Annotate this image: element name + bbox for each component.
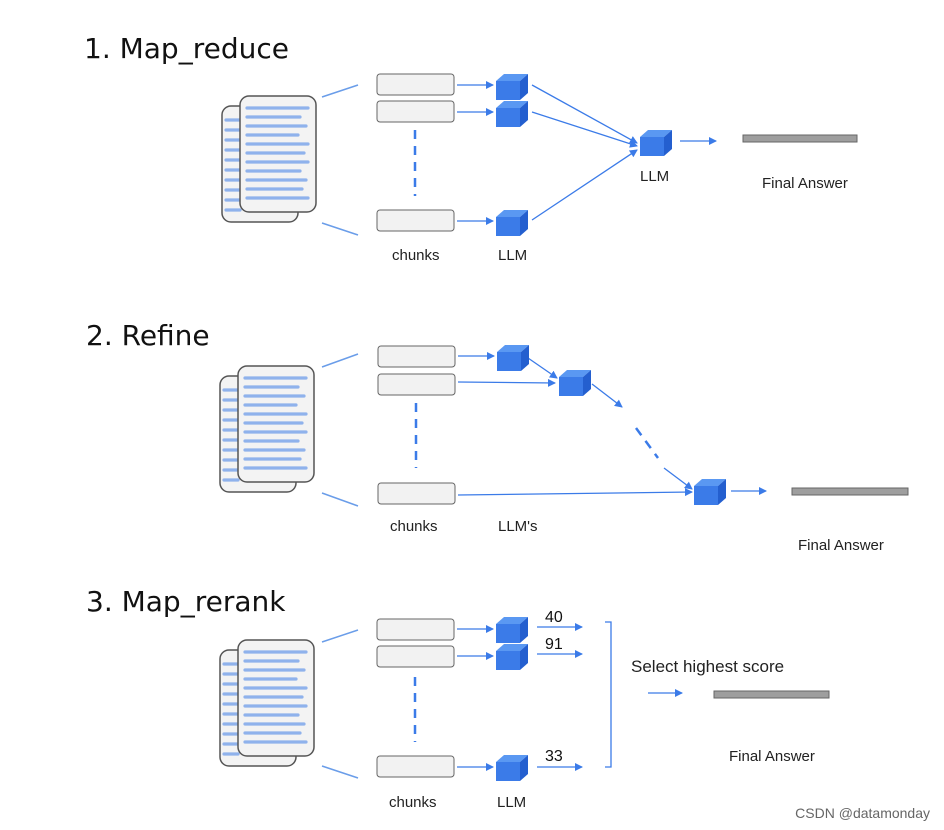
arrows (457, 621, 683, 771)
chunks-column (376, 618, 455, 778)
section-title: 3. Map_rerank (86, 585, 286, 618)
chunk-box (377, 482, 456, 505)
cube-icon (640, 130, 672, 156)
llm-label: LLM (497, 794, 526, 811)
cube-icon (496, 101, 528, 127)
chunks-column (376, 73, 455, 232)
chunk-box (376, 209, 455, 232)
arrows (457, 352, 767, 497)
final-answer-bar (713, 690, 830, 699)
llm-label: LLM's (498, 518, 538, 535)
chunk-box (376, 73, 455, 96)
combine-llm-label: LLM (640, 168, 669, 185)
cube-icon (496, 74, 528, 100)
chunk-box (376, 755, 455, 778)
section-map-reduce: 1. Map_reduce chunks LLM LLM Fina (84, 32, 858, 264)
chunks-label: chunks (390, 518, 438, 535)
final-answer-label: Final Answer (798, 537, 884, 554)
split-lines (321, 353, 359, 507)
chunk-box (376, 100, 455, 123)
score-value: 91 (545, 636, 563, 653)
chunk-box (376, 618, 455, 641)
chunk-box (376, 645, 455, 668)
chunk-box (377, 345, 456, 368)
final-answer-label: Final Answer (762, 175, 848, 192)
split-lines (321, 84, 359, 236)
document-stack-icon (220, 94, 318, 224)
final-answer-bar (791, 487, 909, 496)
section-map-rerank: 3. Map_rerank 40 91 33 Select highes (86, 585, 830, 811)
cube-icon (496, 210, 528, 236)
document-stack-icon (218, 364, 316, 494)
chunks-label: chunks (389, 794, 437, 811)
section-refine: 2. Refine chunks LLM's Final Answer (86, 319, 909, 554)
score-value: 33 (545, 748, 563, 765)
final-answer-label: Final Answer (729, 748, 815, 765)
document-stack-icon (218, 638, 316, 768)
split-lines (321, 629, 359, 779)
select-highest-score-label: Select highest score (631, 657, 784, 676)
chunks-label: chunks (392, 247, 440, 264)
llm-label: LLM (498, 247, 527, 264)
section-title: 2. Refine (86, 319, 210, 352)
final-answer-bar (742, 134, 858, 143)
chunk-box (377, 373, 456, 396)
watermark: CSDN @datamonday (795, 805, 930, 821)
cube-icon (497, 345, 529, 371)
cube-icon (496, 617, 528, 643)
cube-icon (496, 644, 528, 670)
cube-icon (694, 479, 726, 505)
section-title: 1. Map_reduce (84, 32, 289, 65)
chunks-column (377, 345, 456, 505)
cube-icon (559, 370, 591, 396)
score-value: 40 (545, 609, 563, 626)
cube-icon (496, 755, 528, 781)
arrows (457, 81, 717, 225)
